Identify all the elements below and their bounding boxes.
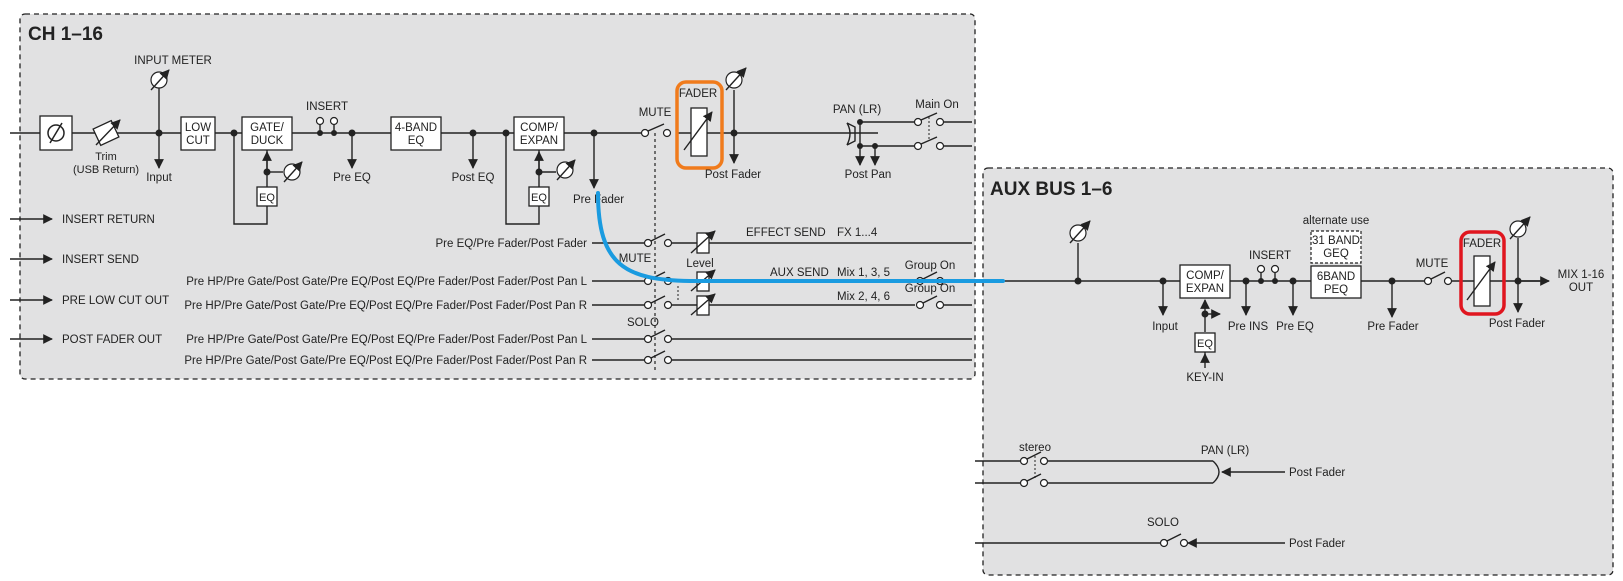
aux-input-label: Input xyxy=(1152,321,1178,333)
ch-insert-label: INSERT xyxy=(306,101,348,113)
aux-comp-block xyxy=(1179,264,1231,299)
post-eq-tap-label: Post EQ xyxy=(452,172,495,184)
comp-sidechain-eq xyxy=(528,186,550,207)
gate-sidechain-eq xyxy=(256,186,278,207)
phase-invert-icon xyxy=(39,115,73,151)
geq-label-2: GEQ xyxy=(1323,248,1349,260)
aux-send-label: AUX SEND xyxy=(770,267,829,279)
comp-expan-block xyxy=(513,116,565,151)
aux-fader-highlight xyxy=(1459,230,1506,316)
low-cut-label-1: LOW xyxy=(185,122,211,134)
fx-label: FX 1...4 xyxy=(837,227,878,239)
aux-pan-post-fader-label: Post Fader xyxy=(1289,467,1345,479)
low-cut-label-2: CUT xyxy=(186,135,210,147)
aux-tap-l-label: Pre HP/Pre Gate/Post Gate/Pre EQ/Post EQ… xyxy=(186,276,587,288)
geq-block xyxy=(1310,230,1362,264)
aux-title: AUX BUS 1–6 xyxy=(990,179,1113,200)
gate-eq-label: EQ xyxy=(259,192,275,204)
comp-label-2: EXPAN xyxy=(520,135,558,147)
aux-insert-label: INSERT xyxy=(1249,250,1291,262)
low-cut-block xyxy=(180,116,216,151)
pre-low-cut-out-label: PRE LOW CUT OUT xyxy=(62,295,169,307)
four-band-eq-block xyxy=(390,116,442,151)
alternate-use-label: alternate use xyxy=(1303,215,1370,227)
effect-send-label: EFFECT SEND xyxy=(746,227,826,239)
geq-label-1: 31 BAND xyxy=(1312,235,1360,247)
aux-pan-label: PAN (LR) xyxy=(1201,445,1250,457)
aux-comp-label-1: COMP/ xyxy=(1186,270,1225,282)
key-in-label: KEY-IN xyxy=(1186,372,1223,384)
aux-post-fader-label: Post Fader xyxy=(1489,318,1545,330)
gate-meter-icon xyxy=(283,161,303,183)
main-on-label: Main On xyxy=(915,99,958,111)
gate-label-1: GATE/ xyxy=(250,122,284,134)
ch-fader-label: FADER xyxy=(679,88,717,100)
post-fader-out-label: POST FADER OUT xyxy=(62,334,162,346)
aux-eq-label: EQ xyxy=(1197,338,1213,350)
post-out-tap-l-label: Pre HP/Pre Gate/Post Gate/Pre EQ/Post EQ… xyxy=(186,334,587,346)
aux-panel: AUX BUS 1–6 Input COMP/ EXPAN EQ KEY-IN … xyxy=(972,167,1614,576)
comp-eq-label: EQ xyxy=(531,192,547,204)
peq-block xyxy=(1310,265,1362,299)
aux-pre-eq-label: Pre EQ xyxy=(1276,321,1314,333)
ch-title: CH 1–16 xyxy=(28,24,103,45)
fader-meter-icon xyxy=(725,67,747,91)
ch-mute-label: MUTE xyxy=(639,107,672,119)
peq-label-2: PEQ xyxy=(1324,284,1348,296)
routing-highlight-line xyxy=(596,191,1005,283)
effect-tap-label: Pre EQ/Pre Fader/Post Fader xyxy=(436,238,588,250)
aux-pre-ins-label: Pre INS xyxy=(1228,321,1269,333)
input-tap-label: Input xyxy=(146,172,172,184)
aux-comp-label-2: EXPAN xyxy=(1186,283,1224,295)
post-pan-tap-label: Post Pan xyxy=(845,169,892,181)
band-eq-label-2: EQ xyxy=(408,135,425,147)
aux-mute-label: MUTE xyxy=(1416,258,1449,270)
aux-fader-meter-icon xyxy=(1509,216,1531,240)
ch-pan-label: PAN (LR) xyxy=(833,104,882,116)
aux-solo-post-fader-label: Post Fader xyxy=(1289,538,1345,550)
aux-input-meter-icon xyxy=(1069,220,1091,244)
insert-send-label: INSERT SEND xyxy=(62,254,139,266)
comp-label-1: COMP/ xyxy=(520,122,559,134)
post-out-tap-r-label: Pre HP/Pre Gate/Post Gate/Pre EQ/Post EQ… xyxy=(184,355,587,367)
mix-out-label-2: OUT xyxy=(1569,282,1593,294)
stereo-label: stereo xyxy=(1019,442,1051,454)
aux-fader xyxy=(1473,255,1491,307)
band-eq-label-1: 4-BAND xyxy=(395,122,437,134)
gate-label-2: DUCK xyxy=(251,135,284,147)
mix-odd-label: Mix 1, 3, 5 xyxy=(837,267,890,279)
aux-solo-label: SOLO xyxy=(1147,517,1179,529)
aux-mute-label: MUTE xyxy=(619,253,652,265)
solo-label: SOLO xyxy=(627,317,659,329)
insert-return-label: INSERT RETURN xyxy=(62,214,155,226)
level-label: Level xyxy=(686,258,714,270)
aux-tap-r-label: Pre HP/Pre Gate/Post Gate/Pre EQ/Post EQ… xyxy=(184,300,587,312)
mix-even-label: Mix 2, 4, 6 xyxy=(837,291,890,303)
ch-fader-highlight xyxy=(675,80,724,170)
pre-eq-tap-label: Pre EQ xyxy=(333,172,371,184)
group-on-label-1: Group On xyxy=(905,260,956,272)
aux-pre-fader-label: Pre Fader xyxy=(1367,321,1418,333)
mix-out-label-1: MIX 1-16 xyxy=(1558,269,1605,281)
peq-label-1: 6BAND xyxy=(1317,271,1355,283)
input-meter-label: INPUT METER xyxy=(134,55,212,67)
aux-fader-label: FADER xyxy=(1463,238,1501,250)
post-fader-tap-label: Post Fader xyxy=(705,169,761,181)
trim-label: Trim xyxy=(95,151,117,163)
group-on-label-2: Group On xyxy=(905,283,956,295)
trim-control-icon xyxy=(92,119,121,147)
input-meter-icon xyxy=(150,69,170,91)
comp-meter-icon xyxy=(556,159,576,181)
trim-sub-label: (USB Return) xyxy=(73,164,139,176)
ch-panel: CH 1–16 Trim (USB Return) INPUT METER In… xyxy=(10,13,976,380)
ch-fader xyxy=(690,107,708,157)
